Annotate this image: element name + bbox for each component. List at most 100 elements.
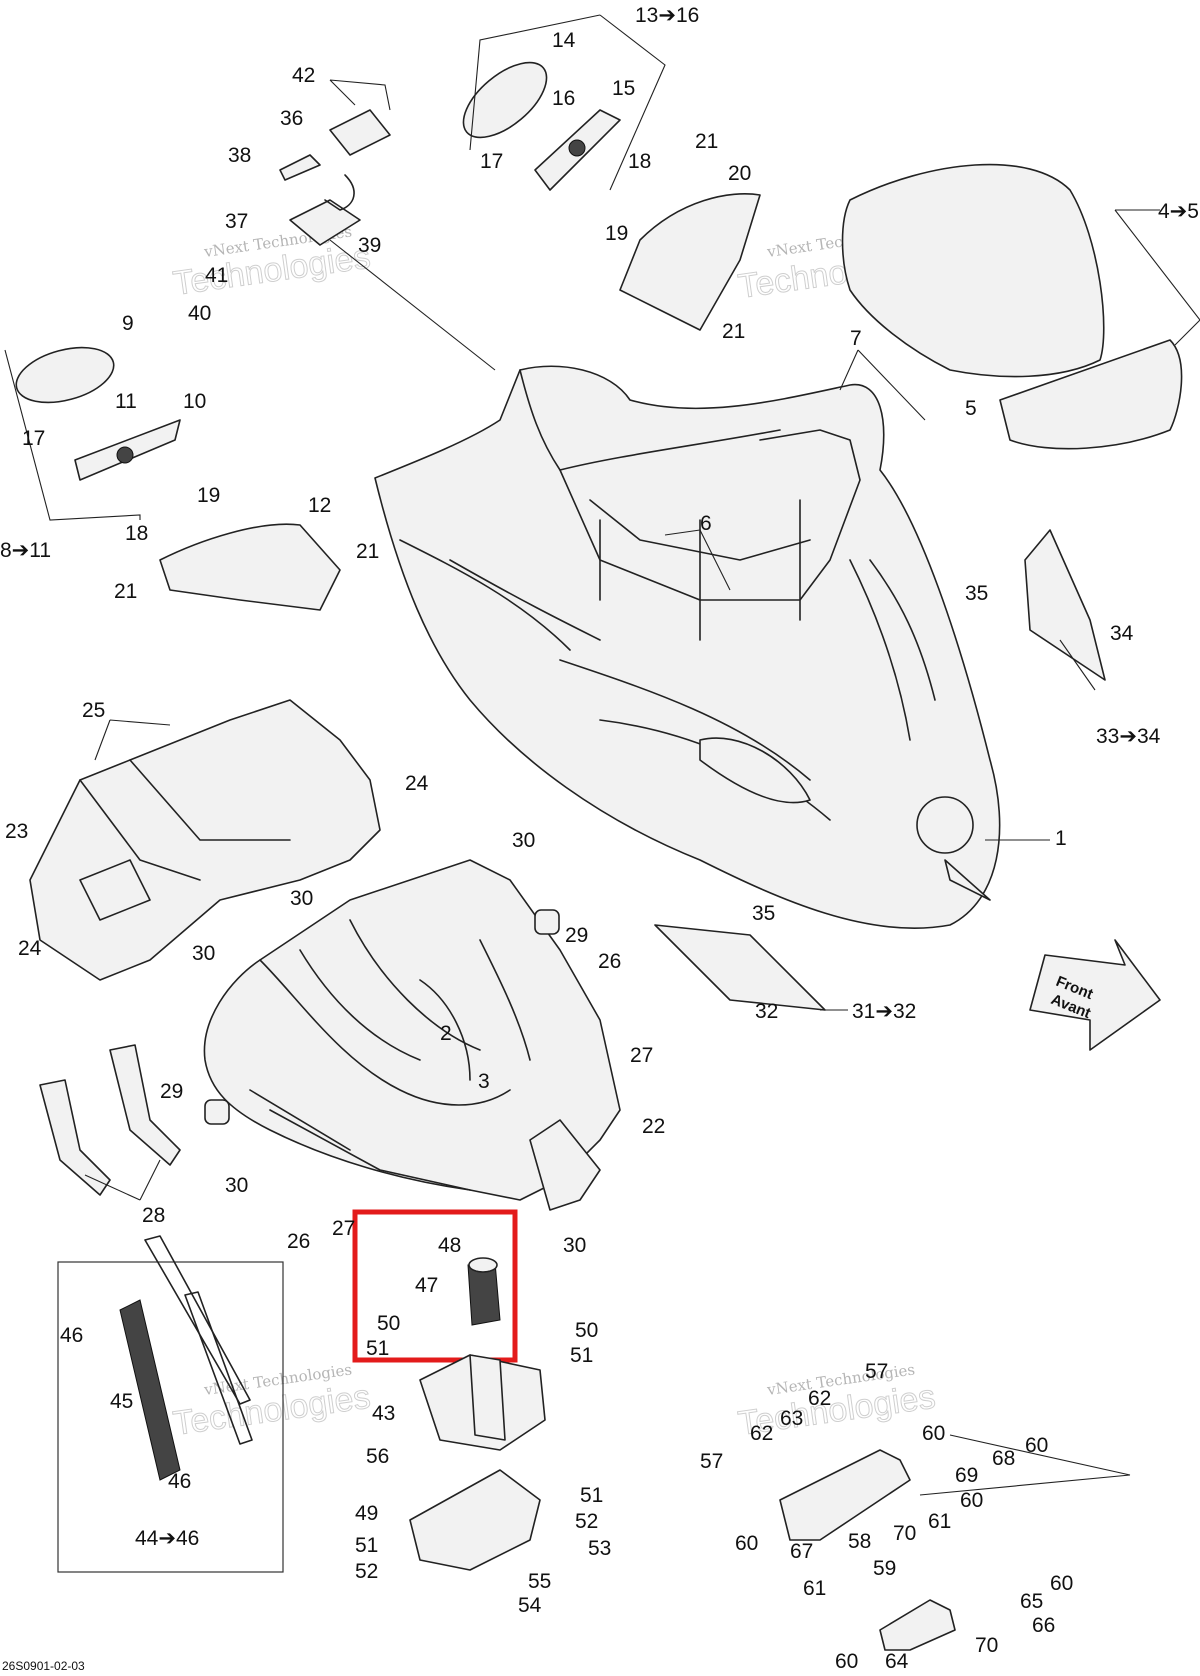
callout-20: 20 xyxy=(728,162,751,185)
callout-56: 56 xyxy=(366,1445,389,1468)
callout-21a: 21 xyxy=(695,130,718,153)
callout-60c: 60 xyxy=(735,1532,758,1555)
callout-27a: 27 xyxy=(630,1044,653,1067)
callout-49: 49 xyxy=(355,1502,378,1525)
windshield xyxy=(841,163,1183,450)
callout-8-11: 8➔11 xyxy=(0,539,51,562)
side-panel-20 xyxy=(619,193,761,331)
callout-52b: 52 xyxy=(355,1560,378,1583)
callout-42: 42 xyxy=(292,64,315,87)
callout-24b: 24 xyxy=(18,937,42,960)
callout-50a: 50 xyxy=(377,1312,400,1335)
callout-labels: 13➔16 14 15 16 17 18 19 20 21 21 4➔5 42 … xyxy=(0,4,1199,1673)
callout-9: 9 xyxy=(122,312,134,335)
callout-54: 54 xyxy=(518,1594,542,1617)
bracket-49 xyxy=(409,1469,541,1571)
callout-30b: 30 xyxy=(290,887,313,910)
callout-17b: 17 xyxy=(22,427,45,450)
callout-6: 6 xyxy=(700,512,712,535)
highlight-box xyxy=(352,1209,518,1363)
footrest-67 xyxy=(779,1449,911,1541)
callout-51c: 51 xyxy=(580,1484,603,1507)
callout-32: 32 xyxy=(755,1000,778,1023)
leader-lines xyxy=(4,14,1200,1496)
callout-58: 58 xyxy=(848,1530,871,1553)
callout-43: 43 xyxy=(372,1402,395,1425)
callout-24a: 24 xyxy=(405,772,429,795)
callout-41: 41 xyxy=(205,264,228,287)
strap-28 xyxy=(39,1044,181,1196)
callout-21c: 21 xyxy=(114,580,137,603)
lower-frame xyxy=(203,859,621,1211)
callout-39: 39 xyxy=(358,234,381,257)
callout-60b: 60 xyxy=(1025,1434,1048,1457)
callout-26a: 26 xyxy=(598,950,621,973)
callout-17a: 17 xyxy=(480,150,503,173)
callout-48: 48 xyxy=(438,1234,461,1257)
steering-boot-47 xyxy=(467,1257,501,1326)
callout-55: 55 xyxy=(528,1570,551,1593)
callout-51b: 51 xyxy=(570,1344,593,1367)
callout-33-34: 33➔34 xyxy=(1096,725,1161,748)
callout-22: 22 xyxy=(642,1115,665,1138)
callout-60a: 60 xyxy=(922,1422,945,1445)
callout-10: 10 xyxy=(183,390,206,413)
callout-70b: 70 xyxy=(975,1634,998,1657)
hood-body xyxy=(374,365,1001,929)
mirror-9 xyxy=(15,346,115,404)
mirror-14 xyxy=(462,61,548,139)
handle-assembly xyxy=(279,109,391,246)
callout-57b: 57 xyxy=(700,1450,723,1473)
callout-25: 25 xyxy=(82,699,105,722)
callout-57a: 57 xyxy=(865,1360,888,1383)
callout-60d: 60 xyxy=(960,1489,983,1512)
callout-69: 69 xyxy=(955,1464,978,1487)
callout-30a: 30 xyxy=(512,829,535,852)
callout-30e: 30 xyxy=(563,1234,586,1257)
callout-31-32: 31➔32 xyxy=(852,1000,916,1023)
callout-38: 38 xyxy=(228,144,251,167)
callout-30c: 30 xyxy=(192,942,215,965)
front-arrow: Front Avant xyxy=(1029,939,1161,1051)
callout-67: 67 xyxy=(790,1540,813,1563)
callout-3: 3 xyxy=(478,1070,490,1093)
callout-68: 68 xyxy=(992,1447,1015,1470)
callout-53: 53 xyxy=(588,1537,611,1560)
callout-19a: 19 xyxy=(605,222,628,245)
mirror-base-10 xyxy=(74,419,181,481)
callout-21b: 21 xyxy=(722,320,745,343)
callout-23: 23 xyxy=(5,820,28,843)
callout-40: 40 xyxy=(188,302,211,325)
callout-15: 15 xyxy=(612,77,635,100)
callout-35b: 35 xyxy=(752,902,775,925)
callout-52a: 52 xyxy=(575,1510,598,1533)
callout-30d: 30 xyxy=(225,1174,248,1197)
callout-12: 12 xyxy=(308,494,331,517)
footrest-64 xyxy=(879,1599,956,1651)
bumper-29 xyxy=(204,909,560,1125)
kit-box-44 xyxy=(57,1235,284,1573)
callout-18a: 18 xyxy=(628,150,651,173)
callout-59: 59 xyxy=(873,1557,896,1580)
callout-16: 16 xyxy=(552,87,575,110)
callout-63: 63 xyxy=(780,1407,803,1430)
callout-34: 34 xyxy=(1110,622,1134,645)
callout-46b: 46 xyxy=(168,1470,191,1493)
callout-66: 66 xyxy=(1032,1614,1055,1637)
deflector-33 xyxy=(1024,529,1106,681)
callout-37: 37 xyxy=(225,210,248,233)
callout-19b: 19 xyxy=(197,484,220,507)
callout-7: 7 xyxy=(850,327,862,350)
callout-60f: 60 xyxy=(835,1650,858,1673)
callout-61b: 61 xyxy=(803,1577,826,1600)
callout-13-16: 13➔16 xyxy=(635,4,699,27)
callout-50b: 50 xyxy=(575,1319,598,1342)
callout-27b: 27 xyxy=(332,1217,355,1240)
callout-61a: 61 xyxy=(928,1510,951,1533)
callout-64: 64 xyxy=(885,1650,909,1673)
callout-62a: 62 xyxy=(808,1387,831,1410)
callout-47: 47 xyxy=(415,1274,438,1297)
callout-60e: 60 xyxy=(1050,1572,1073,1595)
callout-65: 65 xyxy=(1020,1590,1043,1613)
